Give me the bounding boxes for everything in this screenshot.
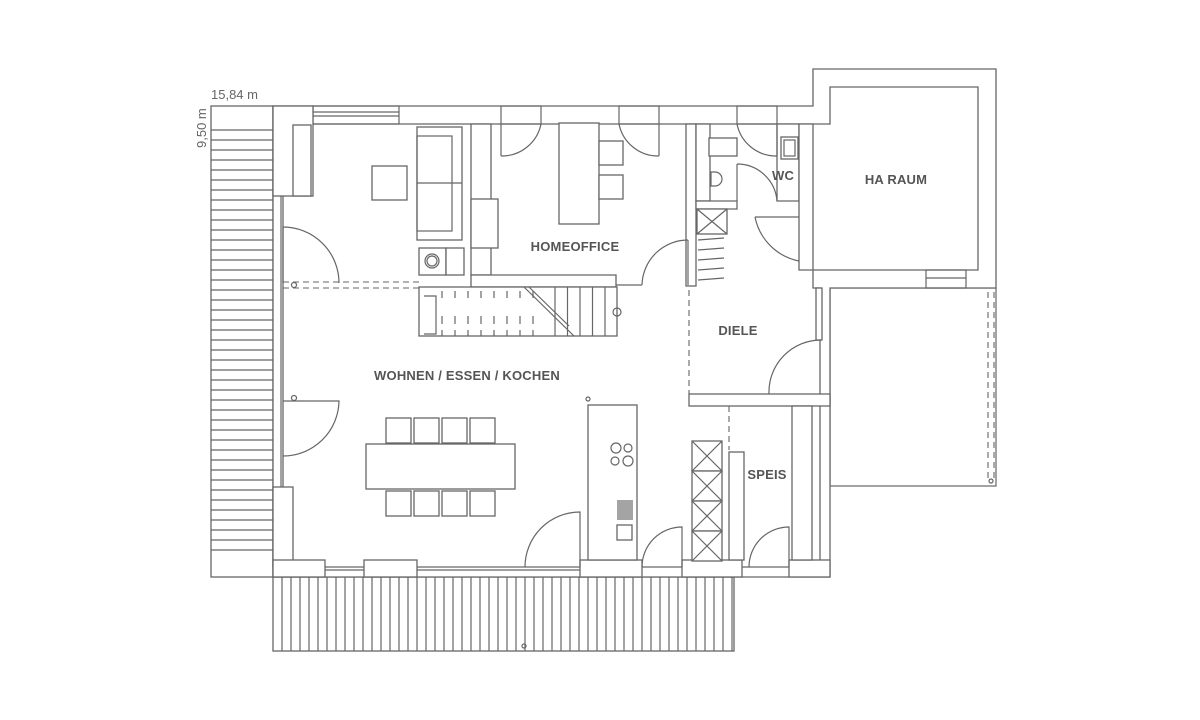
chair [441, 417, 468, 444]
chair [413, 417, 440, 444]
chair [469, 490, 496, 517]
chair [469, 417, 496, 444]
room-label-diele: DIELE [718, 323, 757, 338]
stair-step [697, 247, 725, 251]
width-dimension: 15,84 m [211, 87, 258, 102]
room-label-ha-raum: HA RAUM [865, 172, 927, 187]
chair [385, 417, 412, 444]
shelf-cross [691, 500, 723, 532]
shelf-cross [691, 530, 723, 562]
stair-step [697, 267, 725, 271]
room-label-speis: SPEIS [747, 467, 786, 482]
stair-step [697, 277, 725, 281]
room-label-homeoffice: HOMEOFFICE [531, 239, 620, 254]
bottom-terrace [272, 576, 735, 652]
chair [385, 490, 412, 517]
staircase [418, 237, 725, 337]
depth-dimension: 9,50 m [194, 108, 209, 148]
chair [441, 490, 468, 517]
doors [282, 123, 822, 568]
left-terrace [210, 105, 274, 578]
room-label-wc: WC [772, 168, 794, 183]
shelf-cross [691, 440, 723, 472]
stair-step [697, 257, 725, 261]
carport-area [829, 287, 997, 487]
chair [413, 490, 440, 517]
stair-step [697, 237, 725, 241]
room-label-wohnen-essen-kochen: WOHNEN / ESSEN / KOCHEN [374, 368, 560, 383]
furniture [292, 122, 813, 562]
shelf-cross [691, 470, 723, 502]
